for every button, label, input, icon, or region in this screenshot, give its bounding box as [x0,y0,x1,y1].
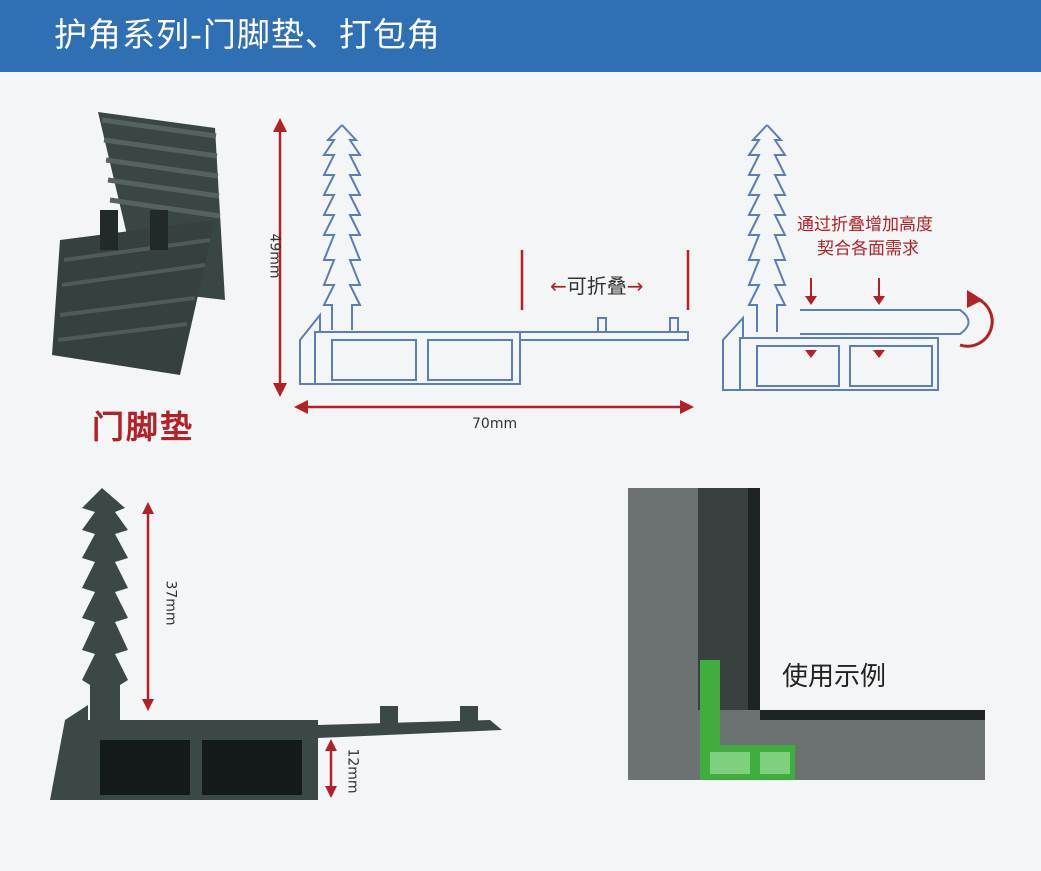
profile-render: 37mm 12mm [40,480,520,820]
usage-label: 使用示例 [782,662,887,692]
height-arrow [273,118,287,397]
profile-height-label: 37mm [162,580,179,626]
usage-example: 使用示例 [620,480,1000,820]
right-arrow-icon: → [626,274,644,298]
product-photo [40,100,240,390]
left-arrow-icon: ← [550,274,567,298]
title-bar: 护角系列-门脚垫、打包角 [0,0,1041,72]
dimension-diagram: 49mm 70mm ←可折叠→ [260,100,700,440]
fold-text: 可折叠 [566,274,627,298]
width-arrow [294,400,694,414]
height-label: 49mm [266,233,283,279]
door-pad-illustration [52,112,225,375]
profile-base-label: 12mm [344,748,361,794]
folded-diagram: 通过折叠增加高度 契合各面需求 [705,100,1025,420]
product-name: 门脚垫 [92,408,195,446]
fold-note-line1: 通过折叠增加高度 [797,215,933,235]
fold-label: ←可折叠→ [550,270,644,299]
page-title: 护角系列-门脚垫、打包角 [54,15,441,54]
fold-note-line2: 契合各面需求 [817,239,919,259]
profile-outline [299,124,689,385]
width-label: 70mm [472,416,518,432]
